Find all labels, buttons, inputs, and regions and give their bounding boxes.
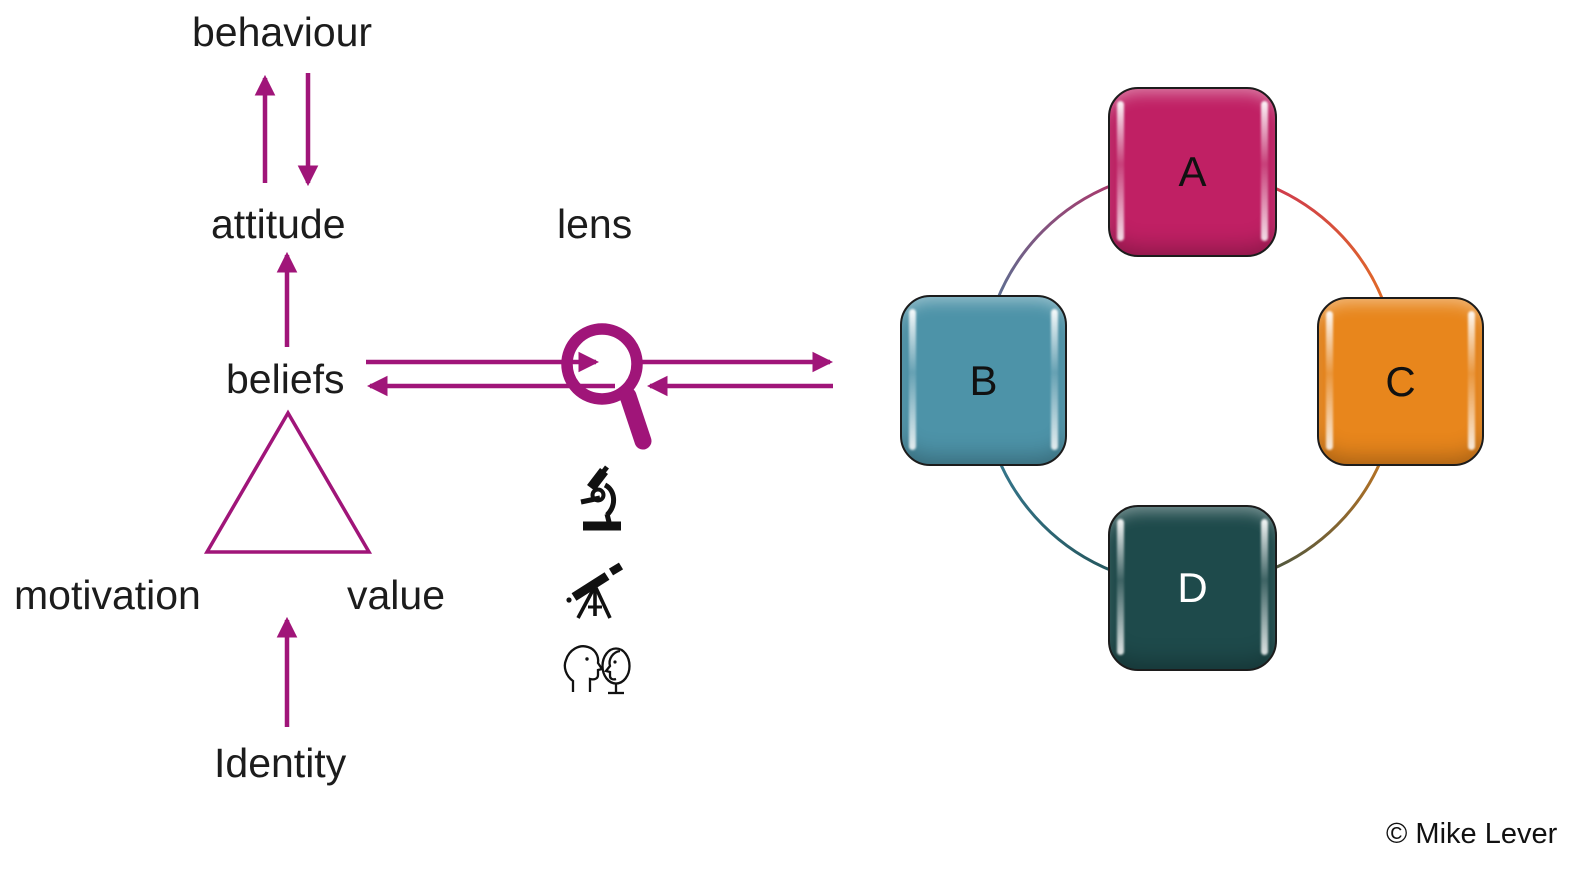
model-arrows — [254, 73, 834, 727]
lens-label: lens — [557, 201, 633, 247]
cycle-node-b: B — [900, 295, 1067, 466]
node-c-label: C — [1385, 357, 1416, 405]
cycle-node-d: D — [1108, 505, 1277, 671]
magnifier-icon — [561, 323, 652, 450]
node-d-label: D — [1177, 564, 1208, 611]
identity-label: Identity — [214, 740, 347, 786]
cycle-node-a: A — [1108, 87, 1277, 257]
copyright-text: © Mike Lever — [1386, 818, 1558, 850]
node-a-label: A — [1178, 148, 1207, 195]
attitude-label: attitude — [211, 201, 346, 247]
cycle-node-c: C — [1317, 297, 1484, 466]
behaviour-label: behaviour — [192, 9, 373, 55]
value-label: value — [347, 572, 446, 618]
beliefs-triangle — [203, 409, 373, 554]
mirror-reflection-icon — [563, 645, 631, 695]
node-b-label: B — [969, 356, 998, 404]
motivation-label: motivation — [14, 572, 201, 618]
telescope-icon — [566, 562, 624, 619]
microscope-icon — [580, 465, 621, 531]
beliefs-label: beliefs — [226, 356, 345, 402]
